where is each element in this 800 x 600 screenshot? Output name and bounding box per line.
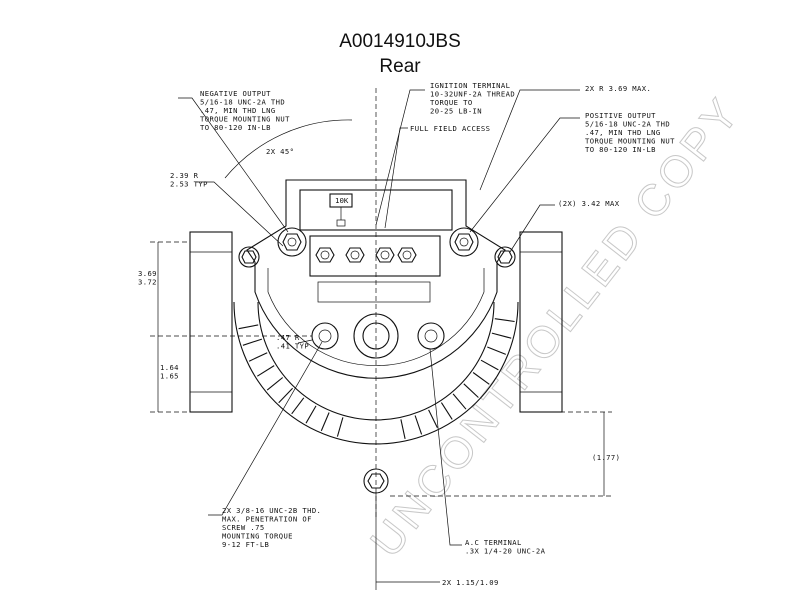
ac-terminal-right bbox=[417, 322, 445, 350]
terminal-stud-2 bbox=[345, 247, 365, 263]
ignition-terminal-note: IGNITION TERMINAL 10-32UNF-2A THREAD TOR… bbox=[430, 81, 520, 116]
radius-typ-note: 2.39 R 2.53 TYP bbox=[170, 171, 208, 189]
right-dim-label: (1.77) bbox=[592, 453, 620, 462]
vent-slot bbox=[242, 338, 263, 346]
vent-slot bbox=[463, 383, 479, 398]
hole-dim-label: .47 R .41 TYP bbox=[276, 333, 309, 351]
angle-note: 2X 45° bbox=[266, 147, 294, 156]
vent-slot-ring bbox=[233, 301, 519, 445]
vent-slot bbox=[305, 405, 317, 424]
mounting-holes-note: 2X 3/8-16 UNC-2B THD. MAX. PENETRATION O… bbox=[222, 506, 326, 549]
vent-slot bbox=[400, 419, 406, 440]
positive-output-stud bbox=[449, 227, 479, 257]
leader-lines bbox=[178, 89, 580, 546]
drawing-title: A0014910JBS bbox=[339, 31, 461, 52]
mounting-bolt-right bbox=[494, 246, 516, 268]
vent-slot bbox=[494, 318, 515, 323]
terminal-stud-1 bbox=[315, 247, 335, 263]
vent-slot bbox=[278, 387, 293, 404]
vent-slot bbox=[414, 415, 423, 435]
vent-slot bbox=[291, 397, 305, 415]
housing-outline bbox=[246, 179, 506, 379]
ac-terminal-left bbox=[311, 322, 339, 350]
vent-slot bbox=[320, 412, 330, 432]
ac-terminal-note: A.C TERMINAL .3X 1/4-20 UNC-2A bbox=[465, 538, 546, 556]
rectifier-block bbox=[299, 189, 453, 303]
10k-label: 10K bbox=[335, 196, 349, 205]
vent-slot bbox=[452, 393, 467, 410]
vent-slot bbox=[472, 372, 490, 385]
mounting-ear-left bbox=[189, 231, 233, 413]
vent-slot bbox=[248, 352, 268, 362]
vent-slot bbox=[266, 377, 284, 391]
drawing-subtitle: Rear bbox=[379, 56, 421, 77]
mounting-bolt-left bbox=[238, 246, 260, 268]
vent-slot bbox=[491, 332, 512, 339]
vent-slot bbox=[238, 324, 259, 330]
max-342-note: (2X) 3.42 MAX bbox=[558, 199, 620, 208]
positive-output-note: POSITIVE OUTPUT 5/16-18 UNC-2A THD .47, … bbox=[585, 111, 680, 154]
terminal-stud-4 bbox=[397, 247, 417, 263]
terminal-stud-3 bbox=[375, 247, 395, 263]
radius-max-note: 2X R 3.69 MAX. bbox=[585, 84, 651, 93]
watermark-text: UNCONTROLLED COPY bbox=[361, 87, 750, 566]
left-dim-a-label: 3.69 3.72 bbox=[138, 269, 162, 287]
vent-slot bbox=[336, 417, 344, 437]
vent-slot bbox=[480, 359, 499, 371]
center-hub bbox=[353, 313, 399, 359]
vent-slot bbox=[440, 402, 453, 420]
full-field-access-note: FULL FIELD ACCESS bbox=[410, 124, 490, 133]
left-dim-b-label: 1.64 1.65 bbox=[160, 363, 184, 381]
negative-output-note: NEGATIVE OUTPUT 5/16-18 UNC-2A THD .47, … bbox=[200, 89, 295, 132]
bottom-dim-label: 2X 1.15/1.09 bbox=[442, 578, 499, 587]
vent-slot bbox=[487, 346, 507, 355]
vent-slot bbox=[257, 365, 275, 377]
10k-label-box: 10K bbox=[329, 193, 353, 227]
vent-slot bbox=[428, 409, 438, 429]
negative-output-stud bbox=[277, 227, 307, 257]
dimension-lines bbox=[150, 119, 612, 590]
